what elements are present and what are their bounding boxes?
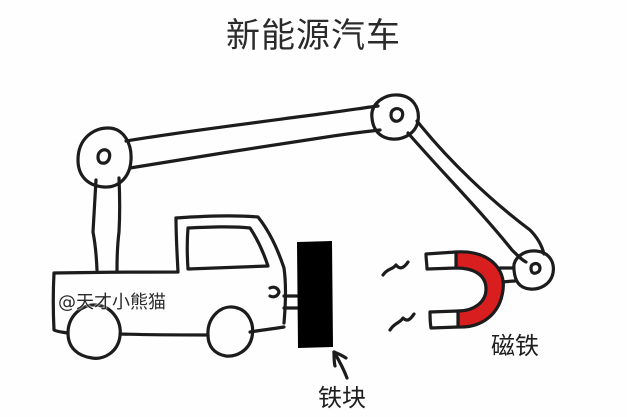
truck-body — [51, 214, 288, 337]
forearm — [406, 119, 546, 264]
motion-lines-icon — [381, 260, 416, 332]
watermark-text: @天才小熊猫 — [58, 292, 166, 313]
magnet-label: 磁铁 — [491, 332, 539, 360]
magnet-icon — [424, 250, 505, 330]
boom-post — [91, 176, 122, 272]
truck-push-rod — [282, 294, 300, 310]
wrist-joint — [512, 249, 555, 291]
lower-joint — [76, 126, 133, 189]
elbow-joint — [370, 93, 420, 141]
iron-block — [296, 240, 334, 349]
rear-wheel — [66, 303, 122, 360]
upper-boom-arm — [124, 104, 382, 170]
page-title: 新能源汽车 — [226, 16, 401, 56]
iron-block-label: 铁块 — [318, 384, 366, 412]
arrow-pointer-icon — [332, 350, 349, 380]
front-wheel — [206, 305, 255, 358]
